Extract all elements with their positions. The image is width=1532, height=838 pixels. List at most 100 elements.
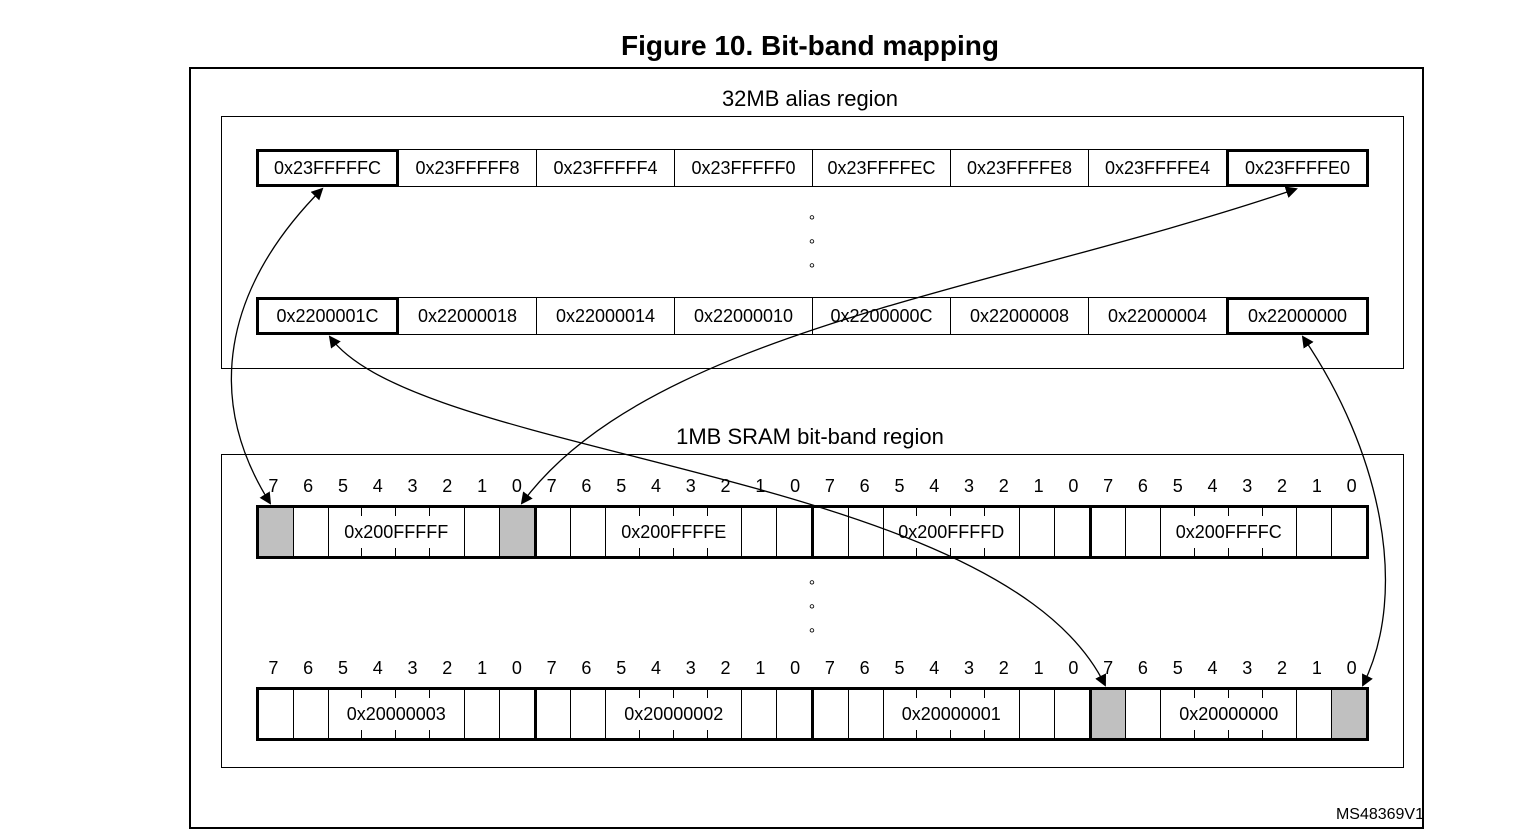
sram-bit-cell <box>882 690 918 738</box>
sram-bit-cell <box>814 508 848 556</box>
bit-number: 7 <box>546 476 557 496</box>
alias-cell: 0x22000004 <box>1088 297 1227 335</box>
sram-byte: 0x200FFFFD <box>811 508 1089 556</box>
sram-bit-cell <box>429 690 464 738</box>
bit-number: 6 <box>581 658 592 678</box>
bit-number: 1 <box>1033 476 1044 496</box>
sram-byte: 0x200FFFFC <box>1088 508 1367 556</box>
sram-bit-cell <box>327 508 363 556</box>
sram-bit-cell <box>672 690 708 738</box>
figure-id: MS48369V1 <box>1335 806 1424 823</box>
bit-number: 7 <box>1103 476 1114 496</box>
sram-bit-cell <box>1160 690 1195 738</box>
sram-bit-cell <box>1125 508 1160 556</box>
sram-bit-cell <box>984 508 1019 556</box>
sram-bit-cell <box>292 508 328 556</box>
bit-number: 0 <box>1346 658 1357 678</box>
bit-number: 5 <box>1172 658 1183 678</box>
alias-cell: 0x23FFFFFC <box>256 149 399 187</box>
bit-number: 7 <box>824 658 835 678</box>
bit-number: 3 <box>407 476 418 496</box>
sram-bit-cell <box>463 690 499 738</box>
sram-bit-cell <box>570 508 605 556</box>
bit-number: 4 <box>1207 476 1218 496</box>
sram-bit-cell <box>1331 690 1366 738</box>
alias-cell: 0x22000010 <box>674 297 813 335</box>
alias-cell: 0x22000000 <box>1226 297 1369 335</box>
bit-number: 6 <box>303 476 314 496</box>
sram-bit-cell <box>1092 508 1126 556</box>
sram-bit-cell <box>361 508 396 556</box>
bit-number: 0 <box>511 476 522 496</box>
alias-cell: 0x23FFFFE0 <box>1226 149 1369 187</box>
bit-number: 1 <box>755 476 766 496</box>
sram-region-label: 1MB SRAM bit-band region <box>676 424 944 449</box>
sram-bit-cell <box>327 690 363 738</box>
sram-bit-cell <box>776 508 811 556</box>
sram-bit-cell <box>259 508 293 556</box>
bit-number: 1 <box>755 658 766 678</box>
bit-number: 6 <box>859 476 870 496</box>
sram-bit-cell <box>605 690 640 738</box>
sram-bit-cell <box>1296 690 1331 738</box>
ellipsis-dot: ° <box>808 261 816 278</box>
bit-number: 6 <box>1137 658 1148 678</box>
alias-cell: 0x22000008 <box>950 297 1089 335</box>
alias-region-label: 32MB alias region <box>721 86 899 111</box>
bit-number: 4 <box>372 658 383 678</box>
bit-number: 4 <box>650 476 661 496</box>
bit-number: 2 <box>998 476 1009 496</box>
bit-number: 4 <box>929 476 940 496</box>
bit-number: 4 <box>650 658 661 678</box>
alias-cell: 0x22000014 <box>536 297 675 335</box>
ellipsis-dot: ° <box>808 602 816 619</box>
sram-bit-cell <box>605 508 640 556</box>
bit-number: 0 <box>790 476 801 496</box>
sram-bit-cell <box>706 508 742 556</box>
bit-number: 3 <box>1242 658 1253 678</box>
alias-cell: 0x23FFFFE8 <box>950 149 1089 187</box>
bit-number: 6 <box>581 476 592 496</box>
sram-bit-cell <box>814 690 848 738</box>
bit-number: 3 <box>964 658 975 678</box>
bit-number: 6 <box>303 658 314 678</box>
sram-bit-cell <box>570 690 605 738</box>
sram-bit-cell <box>776 690 811 738</box>
sram-bit-cell <box>950 690 985 738</box>
alias-cell: 0x22000018 <box>398 297 537 335</box>
ellipsis-dot: ° <box>808 578 816 595</box>
bit-number: 2 <box>1277 658 1288 678</box>
bit-number: 0 <box>1346 476 1357 496</box>
sram-bit-cell <box>706 690 742 738</box>
alias-row-bottom: 0x2200001C 0x22000018 0x22000014 0x22000… <box>256 297 1369 335</box>
bit-number: 0 <box>1068 658 1079 678</box>
sram-bit-cell <box>395 690 430 738</box>
sram-bit-cell <box>672 508 708 556</box>
bit-number: 0 <box>790 658 801 678</box>
bit-number: 4 <box>1207 658 1218 678</box>
sram-bit-cell <box>1053 690 1089 738</box>
bit-number: 3 <box>407 658 418 678</box>
alias-cell: 0x23FFFFF4 <box>536 149 675 187</box>
bit-number: 5 <box>1172 476 1183 496</box>
bit-number: 2 <box>1277 476 1288 496</box>
bit-number: 2 <box>720 476 731 496</box>
alias-row-top: 0x23FFFFFC 0x23FFFFF8 0x23FFFFF4 0x23FFF… <box>256 149 1369 187</box>
bit-number: 4 <box>929 658 940 678</box>
sram-bit-cell <box>1261 508 1297 556</box>
figure-title: Figure 10. Bit-band mapping <box>620 30 999 61</box>
sram-bit-cell <box>1091 690 1126 738</box>
sram-bit-cell <box>1018 508 1054 556</box>
bit-number: 1 <box>1311 476 1322 496</box>
sram-bit-cell <box>463 508 499 556</box>
sram-bit-cell <box>741 508 776 556</box>
sram-bit-cell <box>916 690 951 738</box>
alias-cell: 0x23FFFFE4 <box>1088 149 1227 187</box>
ellipsis-dot: ° <box>808 237 816 254</box>
alias-cell: 0x23FFFFEC <box>812 149 951 187</box>
alias-cell: 0x23FFFFF0 <box>674 149 813 187</box>
alias-ellipsis: ° ° ° <box>802 210 822 282</box>
ellipsis-dot: ° <box>808 626 816 643</box>
sram-byte: 0x20000000 <box>1088 690 1366 738</box>
